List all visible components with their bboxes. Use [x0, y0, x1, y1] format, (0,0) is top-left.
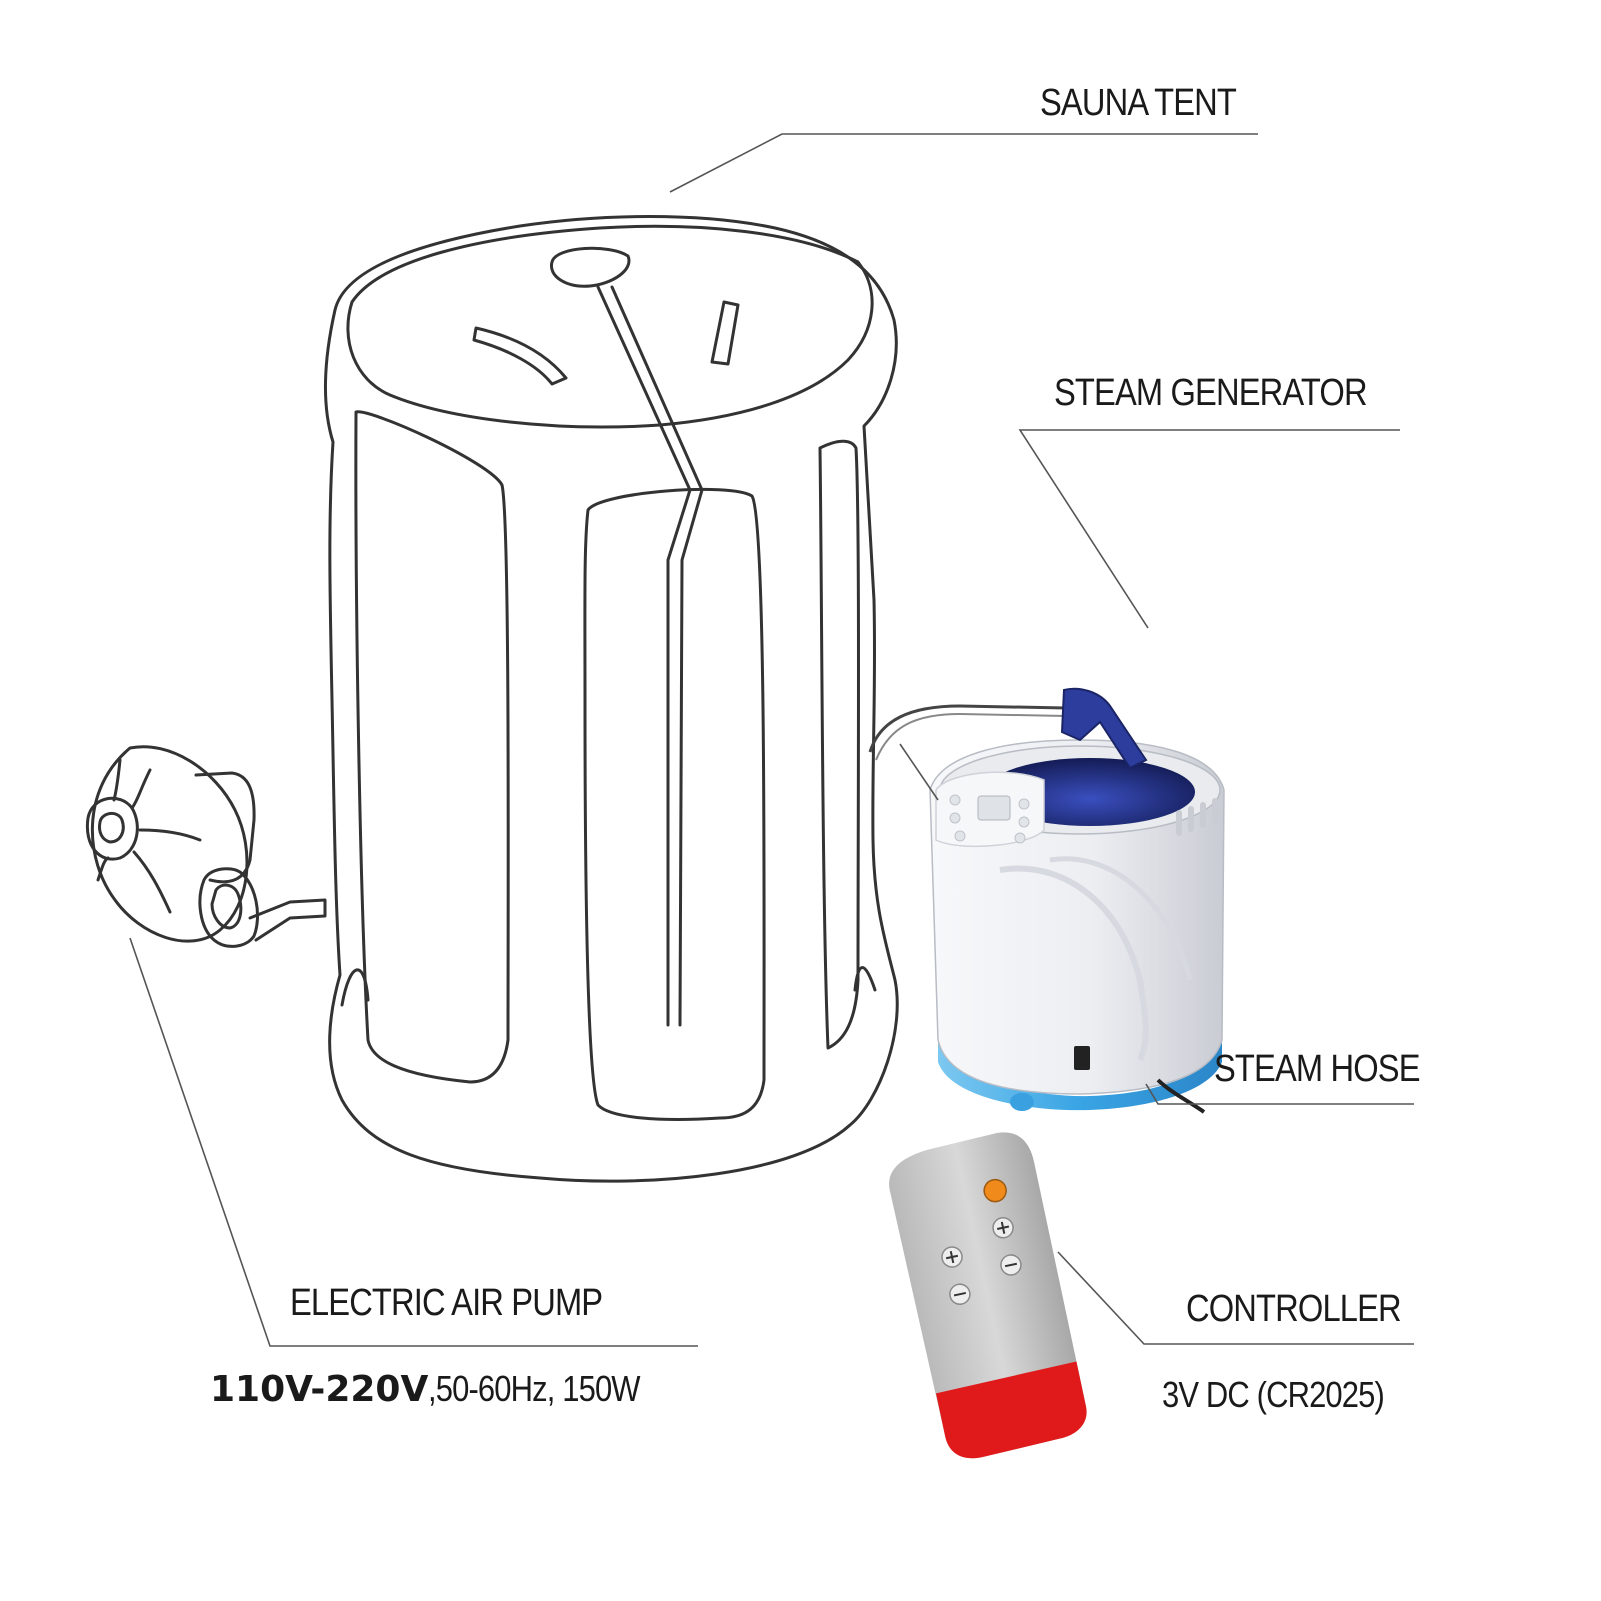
label-steam-hose: STEAM HOSE: [1214, 1048, 1421, 1090]
pump-nozzle-inner: [210, 883, 243, 930]
label-steam-generator: STEAM GENERATOR: [1054, 372, 1368, 414]
generator-nozzle: [1060, 687, 1148, 770]
label-controller: CONTROLLER: [1186, 1288, 1402, 1330]
leader-lines: [129, 133, 1414, 1347]
leader-steam-hose: [899, 743, 1414, 1105]
pump-spec: 110V-220V ,50-60Hz, 150W: [210, 1368, 674, 1410]
sauna-tent-drawing: [323, 215, 899, 1183]
pump-blades: [96, 758, 202, 914]
controller-spec: 3V DC (CR2025): [1162, 1374, 1385, 1415]
tent-zipper: [596, 285, 704, 1027]
tent-top-edge: [346, 224, 874, 429]
leader-steam-generator: [1018, 429, 1400, 629]
tent-vent: [550, 246, 631, 288]
pump-voltage: 110V-220V: [210, 1369, 429, 1410]
pump-adapter: [248, 898, 327, 942]
tent-outline: [323, 215, 899, 1183]
tent-top-slit-right: [710, 300, 740, 366]
pump-nozzle: [198, 867, 259, 948]
tent-panel-right: [818, 439, 860, 1050]
tent-panel-left: [354, 410, 510, 1084]
leader-controller: [1057, 1251, 1414, 1345]
label-electric-air-pump: ELECTRIC AIR PUMP: [290, 1282, 603, 1324]
leader-sauna-tent: [669, 133, 1258, 193]
pump-fan-inner: [98, 812, 125, 844]
remote-red-end: [936, 1361, 1087, 1459]
steam-hose-line: [868, 704, 1067, 753]
tent-top-slit-left: [472, 326, 568, 386]
remote-controller-drawing: [889, 1132, 1087, 1459]
pump-fan-hub: [85, 796, 139, 861]
generator-display: [977, 795, 1011, 821]
leader-air-pump: [129, 937, 698, 1347]
pump-spec-rest: ,50-60Hz, 150W: [428, 1368, 641, 1409]
generator-power-cord: [1156, 1078, 1206, 1114]
generator-power-switch: [1074, 1046, 1090, 1070]
label-sauna-tent: SAUNA TENT: [1040, 82, 1237, 124]
pump-body: [91, 745, 249, 943]
pump-rear: [194, 771, 256, 884]
tent-bottom-edge: [340, 966, 877, 1007]
air-pump-drawing: [85, 745, 327, 948]
remote-power-button: [983, 1178, 1007, 1203]
steam-generator-drawing: [868, 687, 1225, 1114]
tent-panel-center: [583, 487, 766, 1121]
